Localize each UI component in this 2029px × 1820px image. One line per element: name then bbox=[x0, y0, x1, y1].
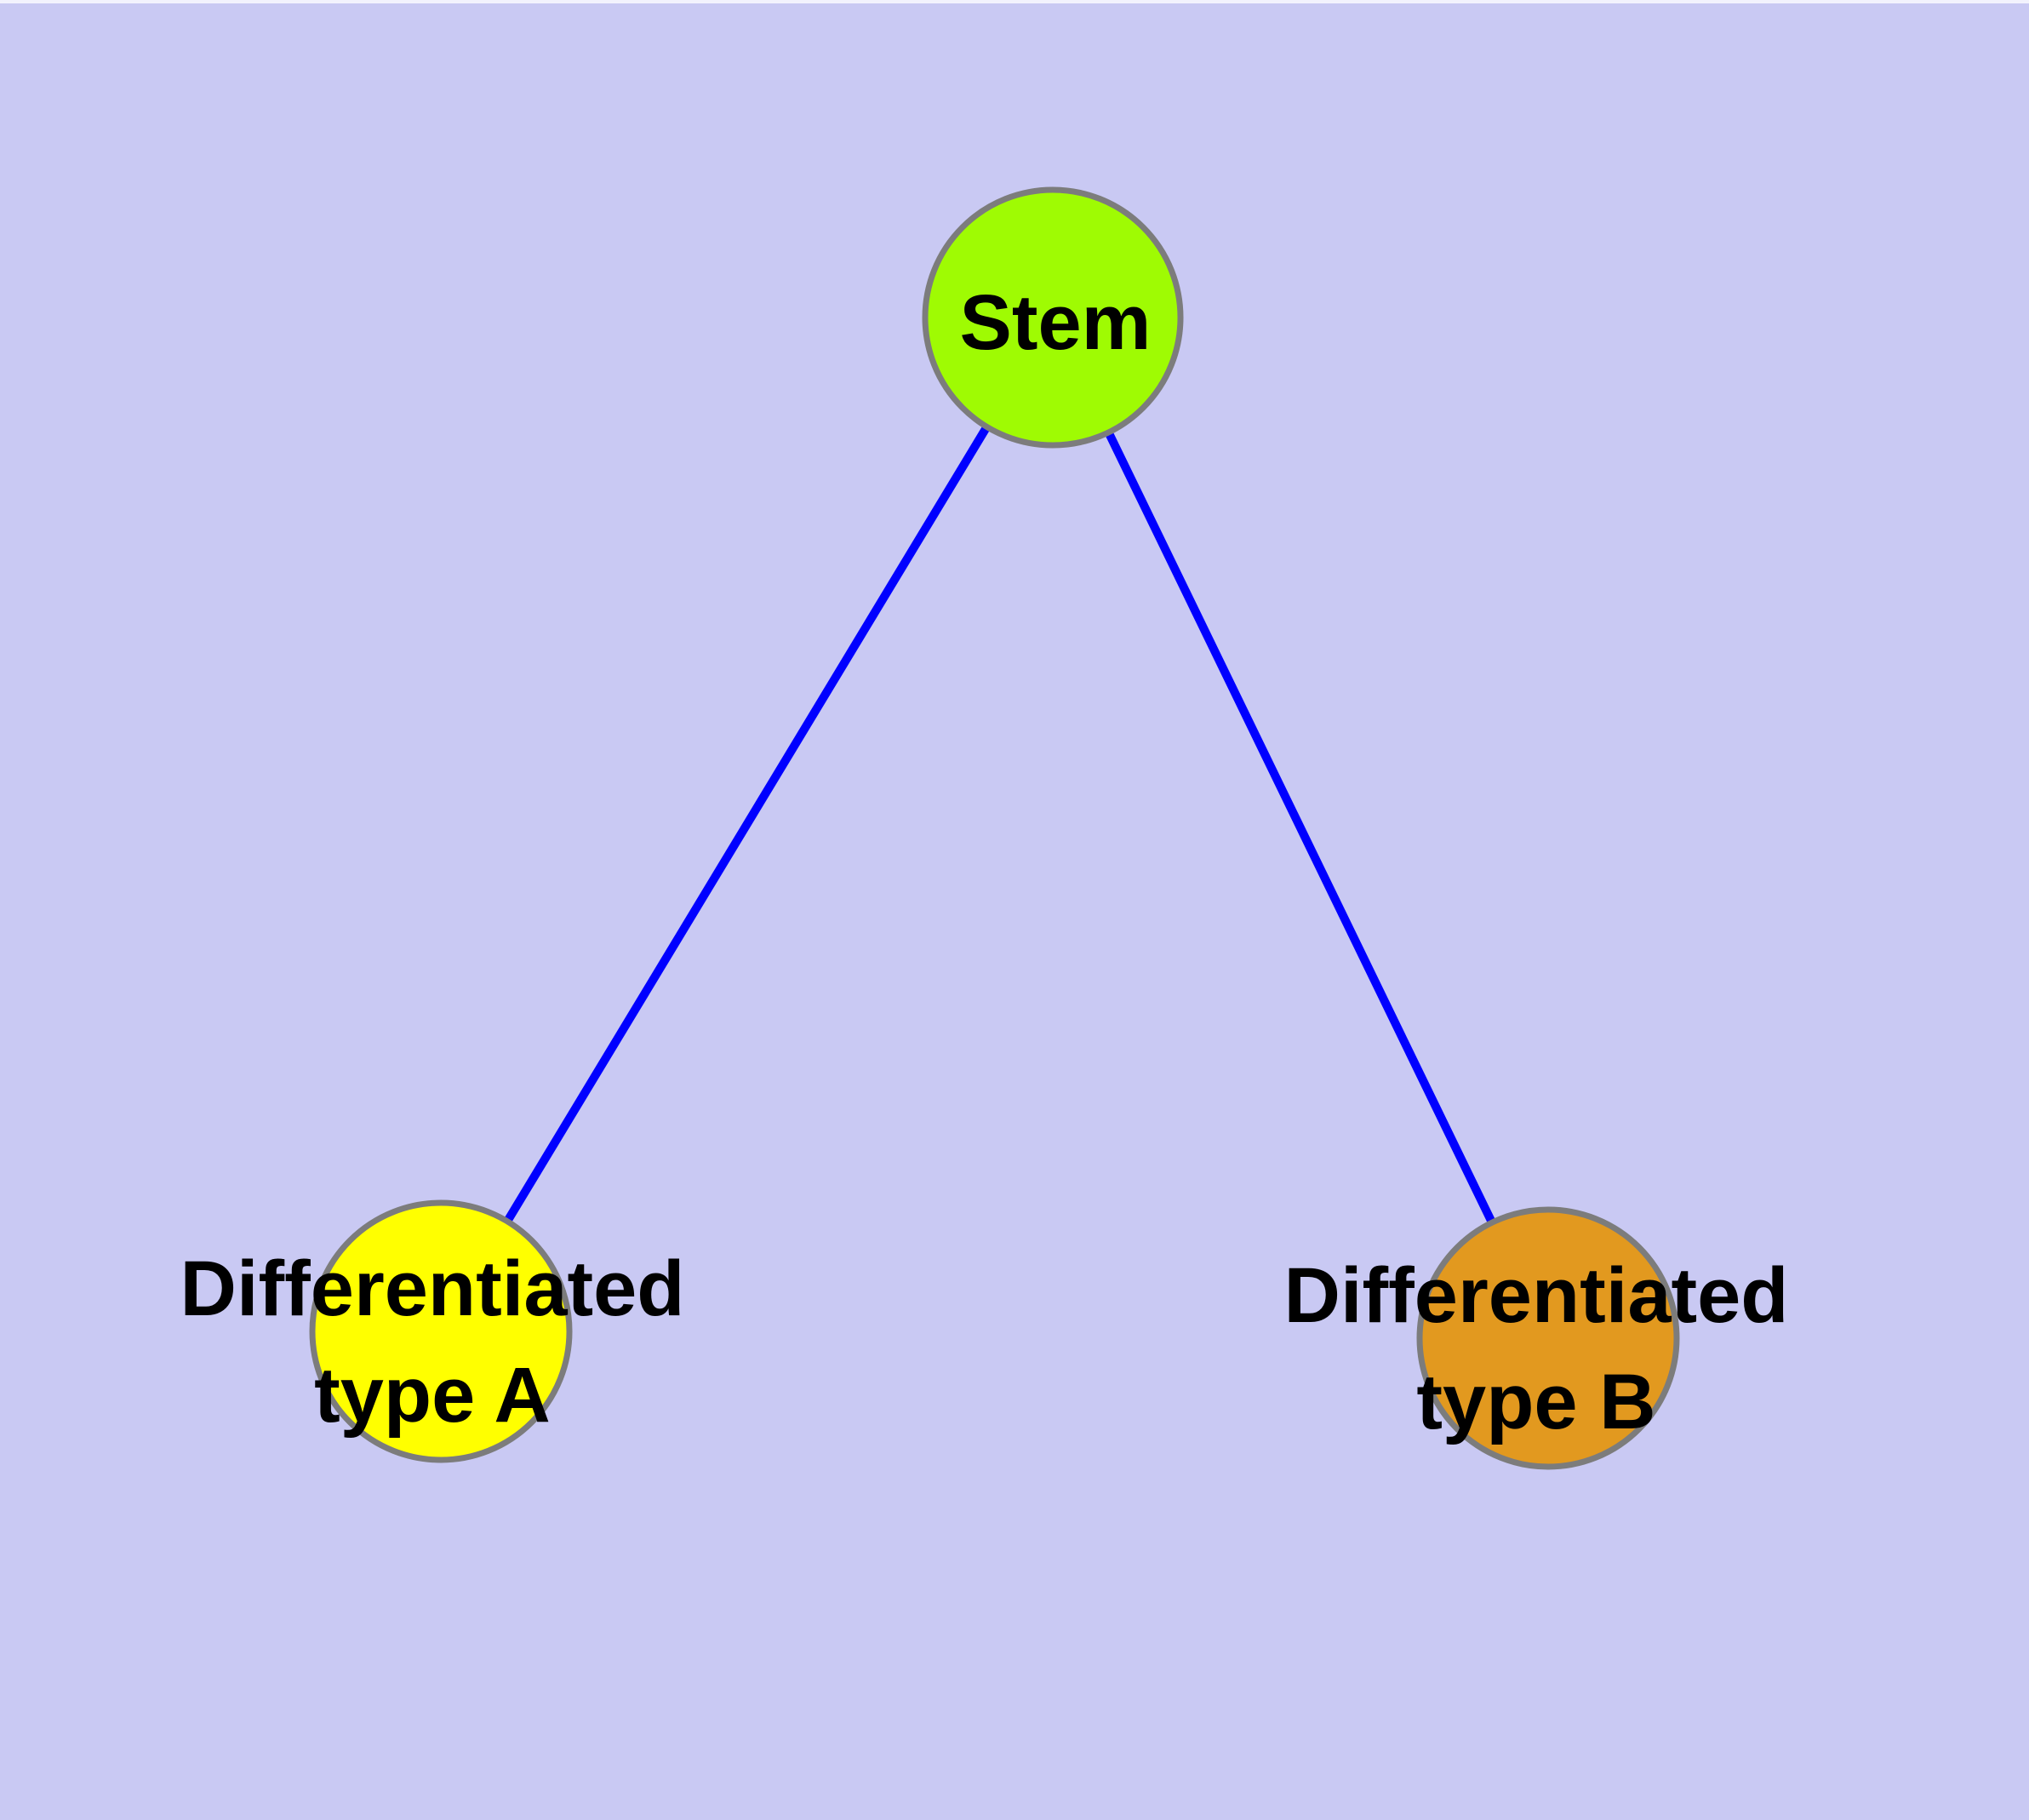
node-type-b-label-line1: Differentiated bbox=[1284, 1252, 1789, 1339]
node-type-a-label-line1: Differentiated bbox=[180, 1245, 685, 1332]
node-stem-label: Stem bbox=[960, 279, 1152, 366]
edge-stem-to-type-b bbox=[1049, 315, 1552, 1341]
node-differentiated-type-b: Differentiated type B bbox=[1284, 1206, 1789, 1470]
edge-stem-to-type-a bbox=[437, 315, 1057, 1334]
top-edge-strip bbox=[0, 0, 2029, 3]
node-type-a-circle bbox=[309, 1199, 573, 1463]
node-type-b-label-line2: type B bbox=[1416, 1359, 1655, 1445]
node-type-a-label-line2: type A bbox=[314, 1352, 551, 1439]
node-differentiated-type-a: Differentiated type A bbox=[180, 1199, 685, 1463]
node-stem-circle bbox=[922, 186, 1184, 449]
node-stem: Stem bbox=[922, 186, 1184, 449]
node-type-b-circle bbox=[1416, 1206, 1680, 1470]
